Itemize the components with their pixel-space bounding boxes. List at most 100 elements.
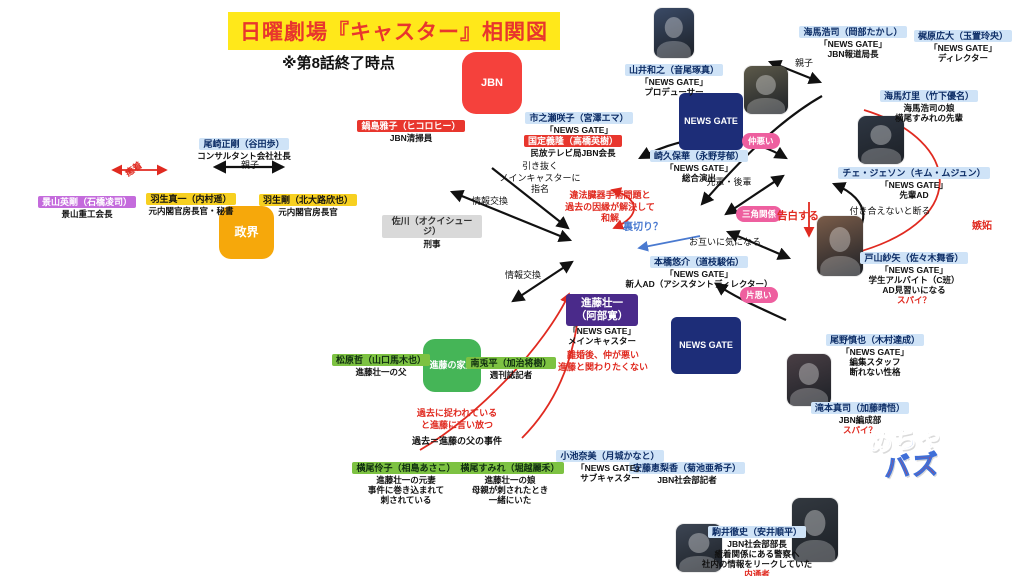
annotation-wakai: 違法臓器手術問題と過去の因縁が解決して和解 <box>548 190 672 225</box>
annotation-line: 告白する <box>777 210 819 222</box>
person-name-yokoo-reiko: 横尾伶子（相島あさこ） <box>352 462 460 475</box>
person-name-nabeshima: 鍋島雅子（ヒコロヒー） <box>357 120 465 133</box>
person-role-line: JBN社会部記者 <box>657 475 717 486</box>
person-label-kajiwara: 梶原広大（玉置玲央）「NEWS GATE」ディレクター <box>904 26 1022 64</box>
group-box-label: 政界 <box>234 224 259 239</box>
person-label-hanyu-shinichi: 羽生真一（内村遥）元内閣官房長官・秘書 <box>136 189 246 217</box>
person-name-kaiba-koji: 海馬浩司（岡部たかし） <box>799 26 907 39</box>
person-photo-kaiba-akari <box>817 216 863 276</box>
person-role-line: スパイ？ <box>842 425 877 436</box>
person-label-nabeshima: 鍋島雅子（ヒコロヒー）JBN清掃員 <box>356 116 466 144</box>
annotation-otagai: お互いに気になる <box>680 237 770 249</box>
person-role-line: JBN編成部 <box>838 415 882 426</box>
annotation-line: 先輩・後輩 <box>706 177 752 187</box>
relation-badge-naka-warui: 仲悪い <box>742 133 780 149</box>
annotation-senpai-kohai: 先輩・後輩 <box>694 177 764 189</box>
person-name-kunisada: 国定義隆（高橋英樹） <box>523 135 622 148</box>
group-box-label: NEWS GATE <box>679 339 733 350</box>
person-name-yamai: 山井和之（音尾琢真） <box>624 64 723 77</box>
person-label-toyama: 戸山紗矢（佐々木舞香）「NEWS GATE」学生アルバイト（C班）AD見習いにな… <box>838 248 990 305</box>
person-role-line: 「NEWS GATE」 <box>640 77 708 88</box>
person-name-sagawa: 佐川（オクイシュージ） <box>382 215 482 238</box>
person-label-choi: チェ・ジェソン（キム・ムジュン）「NEWS GATE」先輩AD <box>830 163 998 201</box>
person-label-shindo: 進藤壮一（阿部寛）「NEWS GATE」メインキャスター <box>566 294 638 347</box>
relation-badge-kataomoi: 片思い <box>740 287 778 303</box>
page-subtitle: ※第8話終了時点 <box>282 55 395 72</box>
mecha-buzz-logo-line2: バズ <box>883 449 942 484</box>
annotation-kako-black: 過去＝進藤の父の事件 <box>394 436 520 448</box>
annotation-joho-2: 情報交換 <box>488 270 558 282</box>
person-role-line: 「NEWS GATE」 <box>665 269 733 280</box>
person-name-ando: 安藤恵梨香（菊池亜希子） <box>628 462 745 475</box>
person-role-line: 母親が刺されたとき <box>471 485 549 496</box>
annotation-hikinuki: 引き抜くメインキャスターに指名 <box>488 161 592 196</box>
person-name-minami: 南兎平（加治将樹） <box>466 357 556 370</box>
person-role-line: 海馬浩司の娘 <box>903 103 955 114</box>
person-photo-choi <box>787 354 831 406</box>
group-box-jbn: JBN <box>462 52 522 114</box>
person-role-line: 学生アルバイト（C班） <box>868 275 960 286</box>
annotation-rikongo: 離婚後、仲が悪い進藤と関わりたくない <box>536 350 670 373</box>
person-role-line: 「NEWS GATE」 <box>841 347 909 358</box>
annotation-line: と進藤に言い放つ <box>420 419 493 430</box>
person-role-line: 内通者 <box>744 568 770 576</box>
person-label-motohashi: 本橋悠介（道枝駿佑）「NEWS GATE」新人AD（アシスタントディレクター） <box>624 252 774 290</box>
person-label-minami: 南兎平（加治将樹）週刊誌記者 <box>460 353 562 381</box>
person-label-kaiba-akari: 海馬灯里（竹下優名）海馬浩司の娘横尾すみれの先輩 <box>864 86 994 124</box>
person-role-line: 「NEWS GATE」 <box>880 180 948 191</box>
relation-badge-sankaku-kankei: 三角関係 <box>736 206 783 222</box>
person-label-yokoo-sumire: 横尾すみれ（堀越麗禾）進藤壮一の娘母親が刺されたとき一緒にいた <box>450 458 570 506</box>
person-label-kageyama: 景山英剛（石橋凌司）景山重工会長 <box>36 192 138 220</box>
person-role-line: AD見習いになる <box>882 284 946 295</box>
annotation-uragiri: 裏切り？ <box>616 221 670 234</box>
person-name-komai: 駒井徹史（安井順平） <box>707 526 806 539</box>
person-role-line: 「NEWS GATE」 <box>576 463 644 474</box>
person-role-line: 進藤壮一の父 <box>355 367 407 378</box>
person-label-yokoo-reiko: 横尾伶子（相島あさこ）進藤壮一の元妻事件に巻き込まれて刺されている <box>350 458 462 506</box>
person-label-matsubara: 松原哲（山口馬木也）進藤壮一の父 <box>328 350 434 378</box>
annotation-line: 離婚後、仲が悪い <box>566 350 639 360</box>
person-label-yamai: 山井和之（音尾琢真）「NEWS GATE」プロデューサー <box>614 60 734 98</box>
group-box-label: NEWS GATE <box>684 115 738 126</box>
person-name-shindo: 進藤壮一（阿部寛） <box>566 294 638 327</box>
annotation-oyako-right: 親子 <box>784 58 824 70</box>
person-photo-kaiba-koji <box>744 66 788 114</box>
person-name-motohashi: 本橋悠介（道枝駿佑） <box>649 256 748 269</box>
person-role-line: サブキャスター <box>580 473 640 484</box>
person-role-line: JBN社会部部長 <box>727 539 787 550</box>
person-label-sakikubo: 崎久保華（永野芽郁）「NEWS GATE」総合演出 <box>638 146 760 184</box>
person-photo-kajiwara <box>858 116 904 164</box>
person-role-line: ディレクター <box>937 53 989 64</box>
annotation-joho-1: 情報交換 <box>455 196 525 208</box>
person-role-line: 横尾すみれの先輩 <box>894 113 963 124</box>
person-role-line: 元内閣官房長官 <box>278 207 338 218</box>
annotation-line: お互いに気になる <box>688 237 761 247</box>
annotation-line: 過去＝進藤の父の事件 <box>411 436 502 446</box>
person-name-hanyu-go: 羽生剛（北大路欣也） <box>258 194 357 207</box>
person-role-line: 一緒にいた <box>488 494 532 505</box>
annotation-kotowaru: 付き合えないと断る <box>834 206 946 218</box>
annotation-line: 裏切り？ <box>623 222 663 233</box>
person-role-line: 断れない性格 <box>849 366 901 377</box>
annotation-oyako-left: 親子 <box>230 160 270 172</box>
person-role-line: 進藤壮一の娘 <box>484 475 536 486</box>
annotation-line: 親子 <box>240 160 259 170</box>
person-role-line: 「NEWS GATE」 <box>568 326 636 337</box>
person-name-ono: 尾野慎也（木村達成） <box>825 334 924 347</box>
person-role-line: 癒着関係にある警察へ <box>714 549 800 560</box>
person-role-line: 事件に巻き込まれて <box>367 485 445 496</box>
group-box-news-gate-2: NEWS GATE <box>671 317 741 374</box>
person-label-ono: 尾野慎也（木村達成）「NEWS GATE」編集スタッフ断れない性格 <box>814 330 936 378</box>
person-name-kageyama: 景山英剛（石橋凌司） <box>37 196 136 209</box>
person-role-line: コンサルタント会社社長 <box>197 151 291 162</box>
person-name-ichinose: 市之瀬咲子（宮澤エマ） <box>525 112 633 125</box>
person-role-line: 「NEWS GATE」 <box>665 163 733 174</box>
person-role-line: 元内閣官房長官・秘書 <box>148 206 234 217</box>
person-role-line: 「NEWS GATE」 <box>929 43 997 54</box>
annotation-line: メインキャスターに <box>499 172 581 183</box>
person-label-hanyu-go: 羽生剛（北大路欣也）元内閣官房長官 <box>252 190 364 218</box>
person-name-takimoto: 滝本真司（加藤晴悟） <box>810 402 909 415</box>
page-title: 日曜劇場『キャスター』相関図 <box>228 12 560 50</box>
person-role-line: 進藤壮一の元妻 <box>376 475 436 486</box>
annotation-line: 情報交換 <box>471 196 508 206</box>
